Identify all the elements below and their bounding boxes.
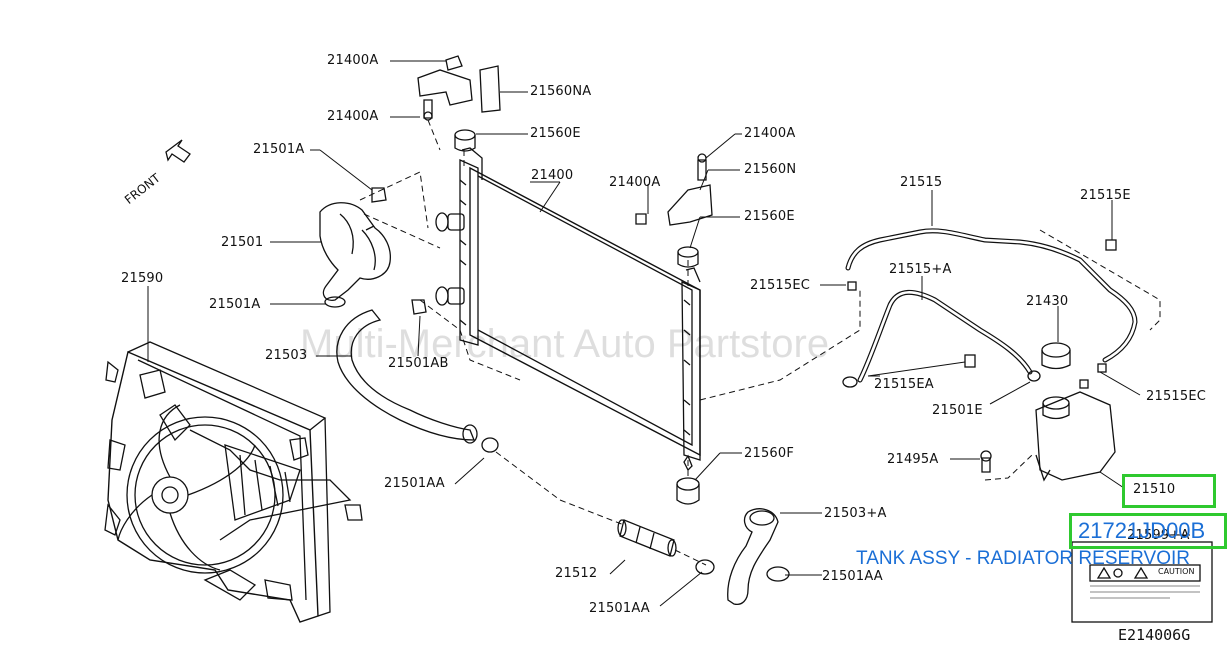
part-number-text: 21721JD00B: [1078, 518, 1206, 543]
callout-21400A[interactable]: 21400A: [609, 175, 661, 190]
upper-bracket-drawing: [417, 55, 713, 505]
caution-label-drawing: [1071, 541, 1213, 623]
callout-21501A[interactable]: 21501A: [253, 142, 305, 157]
callout-21515EC[interactable]: 21515EC: [1146, 389, 1207, 404]
callout-21560E[interactable]: 21560E: [744, 209, 795, 224]
hose-503a-drawing: [695, 508, 790, 606]
highlight-box-21510[interactable]: 21510: [1122, 474, 1216, 508]
callout-21400[interactable]: 21400: [531, 168, 574, 183]
callout-21430[interactable]: 21430: [1026, 294, 1069, 309]
callout-21503+A[interactable]: 21503+A: [824, 506, 887, 521]
callout-21501AB[interactable]: 21501AB: [388, 356, 449, 371]
watermark-text: Multi-Merchant Auto Partstore: [300, 322, 830, 366]
assembly-lines: [359, 119, 1161, 566]
callout-21515E[interactable]: 21515E: [1080, 188, 1131, 203]
callout-21501AA[interactable]: 21501AA: [822, 569, 883, 584]
radiator-drawing: [435, 147, 701, 472]
callout-21495A[interactable]: 21495A: [887, 452, 939, 467]
callout-21560F[interactable]: 21560F: [744, 446, 795, 461]
callout-21501A[interactable]: 21501A: [209, 297, 261, 312]
reservoir-hoses-drawing: [842, 228, 1138, 388]
callout-21501AA[interactable]: 21501AA: [384, 476, 445, 491]
callout-21560N[interactable]: 21560N: [744, 162, 797, 177]
upper-hose-drawing: [319, 187, 391, 308]
fan-shroud-drawing: [104, 341, 363, 623]
callout-21501E[interactable]: 21501E: [932, 403, 983, 418]
callout-21400A[interactable]: 21400A: [327, 109, 379, 124]
part-number-box[interactable]: 21721JD00B: [1069, 513, 1227, 549]
leader-lines: [147, 60, 1190, 607]
callout-21510: 21510: [1133, 482, 1176, 497]
diagram-code: E214006G: [1118, 626, 1191, 644]
part-description-text: TANK ASSY - RADIATOR RESERVOIR: [856, 548, 1190, 569]
pipe-drawing: [617, 519, 677, 557]
callout-21512[interactable]: 21512: [555, 566, 598, 581]
callout-21515[interactable]: 21515: [900, 175, 943, 190]
callout-21560E[interactable]: 21560E: [530, 126, 581, 141]
callout-21560NA[interactable]: 21560NA: [530, 84, 592, 99]
reservoir-tank-drawing: [980, 342, 1116, 482]
caution-label-text: CAUTION: [1158, 567, 1195, 576]
callout-21400A[interactable]: 21400A: [744, 126, 796, 141]
callout-21515EC[interactable]: 21515EC: [750, 278, 811, 293]
callout-21501AA[interactable]: 21501AA: [589, 601, 650, 616]
callout-21590[interactable]: 21590: [121, 271, 164, 286]
callout-21501[interactable]: 21501: [221, 235, 264, 250]
front-arrow-icon: [165, 139, 191, 163]
callout-21599+A[interactable]: 21599+A: [1127, 528, 1190, 543]
callout-21515EA[interactable]: 21515EA: [874, 377, 934, 392]
callout-21503[interactable]: 21503: [265, 348, 308, 363]
callout-21515+A[interactable]: 21515+A: [889, 262, 952, 277]
callout-21400A[interactable]: 21400A: [327, 53, 379, 68]
